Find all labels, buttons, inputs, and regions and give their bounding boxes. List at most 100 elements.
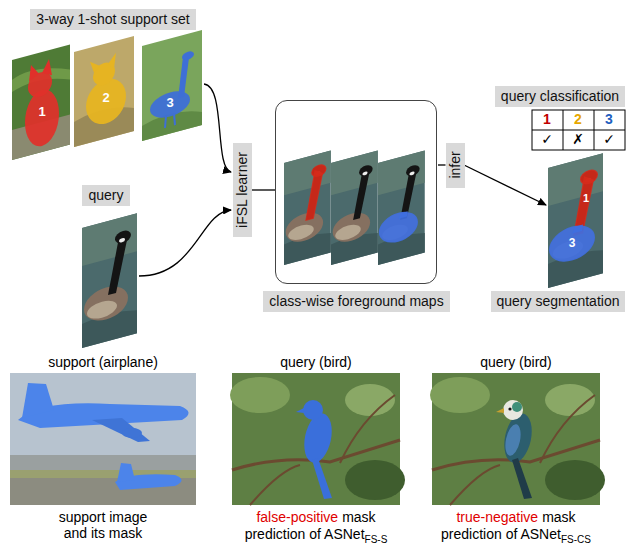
caption-subscript: FS-CS [561, 534, 591, 545]
label-text: 3-way 1-shot support set [36, 11, 189, 27]
rotated-text: infer [447, 151, 464, 178]
foreground-map-1-part [284, 150, 331, 265]
maps-label: class-wise foreground maps [263, 291, 449, 312]
caption-line: prediction of ASNetFS-S [196, 526, 436, 548]
label-text: query segmentation [497, 293, 620, 309]
support-image-dog-part [108, 53, 116, 70]
caption-subscript: FS-S [365, 534, 388, 545]
caption: false-positive [256, 509, 338, 525]
bird-photo-masked [230, 373, 405, 505]
bird-photo-masked-part [300, 411, 336, 465]
support-image-goose-part [142, 30, 202, 141]
airplane-photo-part [117, 463, 135, 482]
foreground-map-2-part [331, 150, 378, 265]
support-image-goose [142, 30, 202, 141]
bird-photo-part [503, 400, 523, 420]
bird-photo-part [500, 411, 536, 465]
caption: true-negative [456, 509, 538, 525]
maps-box: class-wise foreground maps [275, 100, 438, 312]
bird-photo-part [512, 458, 532, 499]
caption: prediction of ASNet [441, 526, 561, 542]
support-arrow [204, 84, 231, 172]
callout-number: 3 [166, 96, 173, 110]
infer-box: infer [446, 143, 465, 188]
connector [438, 164, 446, 165]
support-image-dog [74, 36, 134, 147]
label-text: query classification [501, 88, 619, 104]
foreground-map-1 [284, 150, 331, 265]
segmentation-image-part [548, 153, 603, 288]
section-label: query [82, 185, 129, 206]
caption: support image and its mask [47, 509, 159, 541]
bird-photo [430, 373, 605, 505]
classification-table-part [532, 110, 625, 150]
connector [252, 189, 276, 190]
learner-box: iFSL learner [233, 143, 252, 237]
bird-photo-masked-part [312, 458, 332, 499]
bird-photo-part [430, 377, 490, 413]
bird-photo-part [540, 395, 595, 463]
bird-photo-masked-part [250, 465, 300, 505]
table-cell: ✗ [572, 132, 584, 147]
caption-line: false-positivemask [196, 509, 436, 525]
table-cell: 1 [543, 112, 551, 127]
caption-line: prediction of ASNetFS-CS [396, 526, 635, 548]
bird-photo-part [508, 407, 511, 410]
bird-photo-part [450, 465, 500, 505]
airplane-photo-part [22, 383, 54, 418]
airplane-photo-part [10, 455, 196, 470]
bird-photo-masked-part [303, 400, 323, 420]
table-cell: ✓ [603, 132, 615, 147]
caption: mask [342, 509, 375, 525]
airplane-photo-part [122, 428, 142, 438]
section-label: query classification [495, 86, 625, 107]
image-heading: query (bird) [480, 355, 552, 370]
airplane-photo-part [92, 418, 150, 442]
bird-photo-masked-part [345, 460, 405, 500]
table-cell: 3 [605, 112, 613, 127]
callout-number: 2 [102, 91, 109, 105]
maps-frame [275, 100, 437, 284]
query-arrow [139, 210, 231, 276]
support-image-cat-part [29, 63, 39, 82]
table-cell: ✓ [541, 132, 553, 147]
caption: mask [542, 509, 575, 525]
image-heading: query (bird) [280, 355, 352, 370]
foreground-map-3-part [379, 208, 418, 247]
callout-number: 3 [569, 237, 576, 250]
callout-number: 1 [38, 105, 45, 119]
airplane-photo [10, 373, 196, 505]
bird-photo-masked-part [296, 408, 304, 413]
image-heading: support (airplane) [48, 355, 158, 370]
support-image-goose-part [165, 113, 175, 128]
query-image-part [82, 213, 137, 348]
caption-line: true-negativemask [396, 509, 635, 525]
segmentation-image-part [549, 220, 595, 266]
support-image-goose-part [178, 55, 189, 98]
airplane-photo-part [10, 373, 196, 505]
section-label: query segmentation [491, 291, 626, 312]
callout-number: 1 [583, 192, 589, 204]
table-cell: 2 [574, 112, 582, 127]
foreground-map-3-part [378, 150, 425, 265]
support-image-dog-part [74, 36, 134, 147]
caption: prediction of ASNet [245, 526, 365, 542]
classification-table-part [532, 110, 625, 150]
support-image-goose-part [182, 50, 194, 61]
bird-photo-part [512, 402, 522, 412]
segmentation-image [548, 153, 603, 288]
classification-table [532, 110, 625, 150]
section-label: 3-way 1-shot support set [30, 9, 195, 30]
rotated-text: iFSL learner [234, 152, 251, 228]
support-image-dog-part [90, 59, 100, 74]
bird-photo-masked-part [340, 395, 395, 463]
bird-photo-part [545, 460, 605, 500]
foreground-map-3 [378, 150, 425, 265]
label-text: class-wise foreground maps [269, 293, 443, 309]
bird-photo-part [496, 408, 504, 413]
support-image-cat [12, 44, 70, 160]
foreground-map-1-part [305, 163, 326, 221]
bird-photo-masked-part [230, 377, 290, 413]
